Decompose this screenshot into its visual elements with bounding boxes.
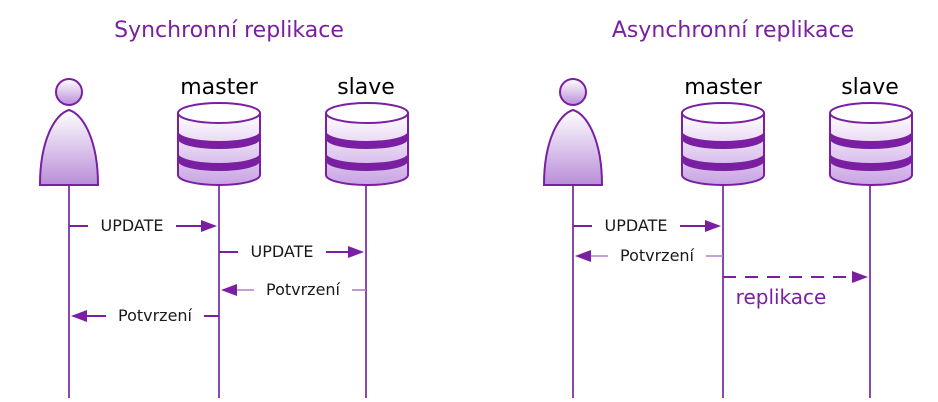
async-replication-arrow xyxy=(723,271,868,283)
sync-actor-icon xyxy=(38,78,100,186)
sync-title: Synchronní replikace xyxy=(114,18,344,43)
async-ack-label: Potvrzení xyxy=(620,246,695,265)
sync-section: Synchronní replikace master slave xyxy=(38,18,409,398)
sync-ack-label-1: Potvrzení xyxy=(266,280,341,299)
sync-update-label-2: UPDATE xyxy=(251,242,314,261)
async-actor-icon xyxy=(542,78,604,186)
sync-ack-arrow-2 xyxy=(71,310,219,322)
sync-slave-db-icon xyxy=(325,102,409,186)
async-title: Asynchronní replikace xyxy=(612,18,854,43)
async-replication-label: replikace xyxy=(736,285,827,309)
async-section: Asynchronní replikace master slave xyxy=(542,18,913,398)
async-update-label: UPDATE xyxy=(605,216,668,235)
sync-slave-label: slave xyxy=(337,75,395,100)
async-slave-label: slave xyxy=(841,75,899,100)
sync-ack-label-2: Potvrzení xyxy=(118,306,193,325)
sync-master-db-icon xyxy=(177,102,261,186)
async-update-arrow xyxy=(573,220,721,232)
async-slave-db-icon xyxy=(829,102,913,186)
sync-update-arrow-2 xyxy=(219,246,364,258)
async-ack-arrow xyxy=(575,250,723,262)
async-master-db-icon xyxy=(681,102,765,186)
sync-update-arrow-1 xyxy=(69,220,217,232)
sync-update-label-1: UPDATE xyxy=(101,216,164,235)
sync-master-label: master xyxy=(180,75,259,100)
sync-ack-arrow-1 xyxy=(221,284,366,296)
async-master-label: master xyxy=(684,75,763,100)
